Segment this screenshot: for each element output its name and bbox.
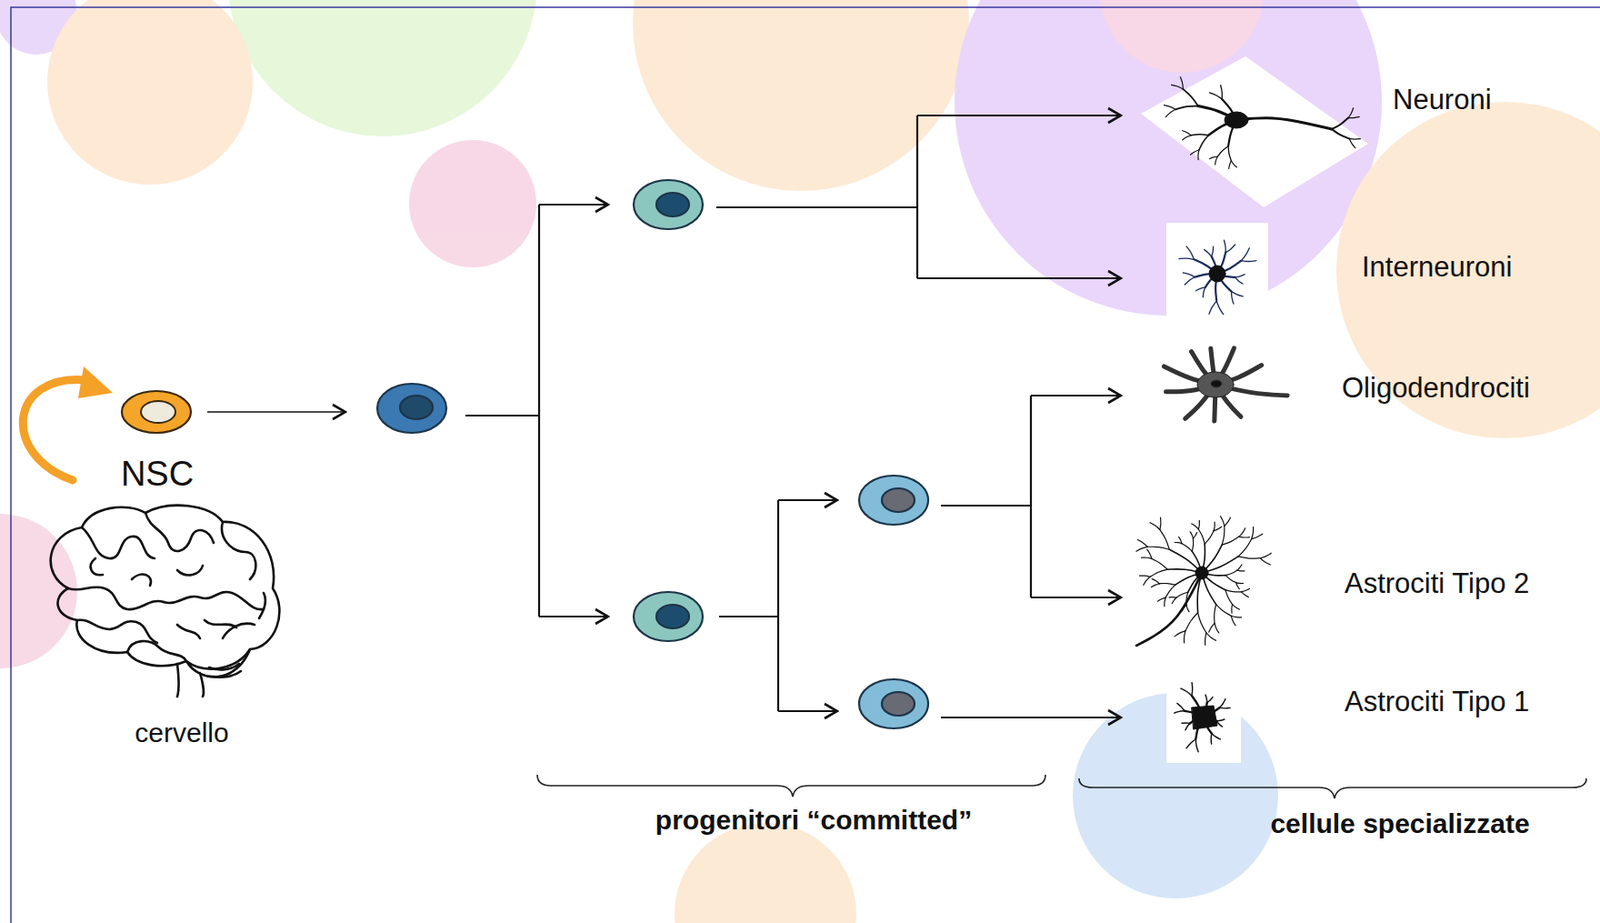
cell-name: Interneuroni	[1361, 250, 1512, 284]
specialized-cell: Neuroni	[1136, 63, 1492, 214]
cell-name: NSC	[120, 454, 194, 495]
cell-picture	[118, 389, 197, 435]
picture-ground	[1166, 222, 1269, 325]
self-renewal-arrow	[22, 366, 113, 480]
progenitor-cells	[377, 180, 929, 729]
cell-picture	[1147, 343, 1316, 439]
group-label: progenitori “committed”	[655, 804, 972, 837]
specialized-cell: Astrociti Tipo 1	[1166, 678, 1530, 763]
cell-picture	[1166, 222, 1269, 325]
cell-picture	[1166, 678, 1241, 763]
group-label: cellule specializzate	[1270, 808, 1530, 840]
cell-name: Astrociti Tipo 2	[1344, 567, 1530, 600]
organ-label: cervello	[134, 717, 229, 750]
picture-ground	[1166, 678, 1241, 763]
cell-name: Astrociti Tipo 1	[1344, 685, 1530, 719]
cell-picture	[1136, 63, 1373, 214]
frame	[10, 7, 1600, 923]
lineage-arrows	[207, 115, 1121, 718]
specialized-cell: Oligodendrociti	[1147, 343, 1530, 439]
cell-name: Neuroni	[1392, 83, 1492, 117]
brain-illustration	[50, 505, 280, 697]
picture-ground	[1140, 56, 1369, 208]
cell-picture	[1136, 522, 1264, 658]
brace	[537, 774, 1587, 799]
cell-name: Oligodendrociti	[1341, 371, 1530, 405]
stem-cell: NSC	[118, 389, 197, 495]
specialized-cell: Interneuroni	[1166, 222, 1512, 325]
specialized-cell: Astrociti Tipo 2	[1136, 522, 1530, 658]
